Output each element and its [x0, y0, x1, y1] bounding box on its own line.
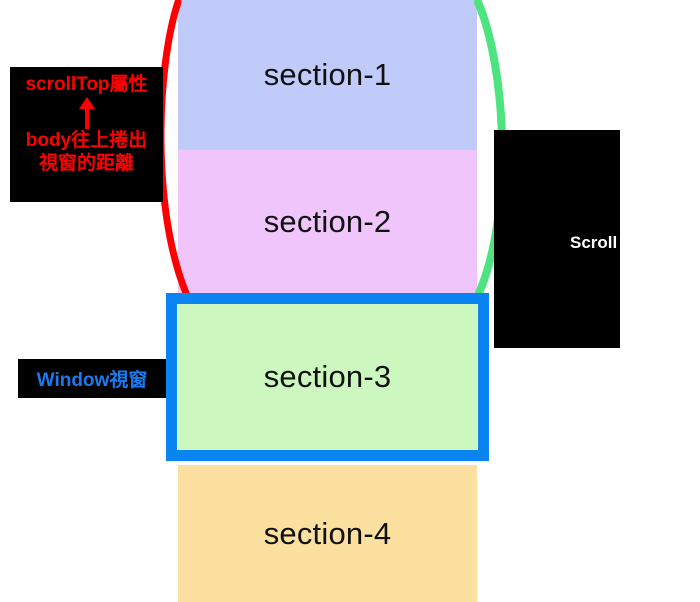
scrolltop-line-2: 視窗的距離	[38, 152, 134, 174]
section-3-label: section-3	[263, 359, 392, 394]
section-1-label: section-1	[263, 57, 392, 92]
window-annotation: Window視窗	[18, 359, 166, 398]
section-block-1: section-1	[178, 0, 477, 150]
window-annotation-label: Window視窗	[36, 370, 148, 391]
up-arrow-icon	[10, 96, 163, 130]
scroll-annotation: Scroll	[494, 130, 620, 348]
window-viewport-frame	[166, 293, 489, 461]
section-4-label: section-4	[263, 515, 392, 551]
section-block-3: section-3	[178, 304, 477, 450]
scroll-annotation-label: Scroll	[570, 233, 618, 252]
scrolltop-heading: scrollTop屬性	[25, 74, 148, 95]
section-block-2: section-2	[178, 150, 477, 293]
scrolltop-annotation: scrollTop屬性 body往上捲出 視窗的距離	[10, 67, 163, 202]
scrolltop-line-1: body往上捲出	[25, 130, 148, 152]
section-2-label: section-2	[263, 203, 392, 239]
section-block-4: section-4	[178, 465, 477, 602]
